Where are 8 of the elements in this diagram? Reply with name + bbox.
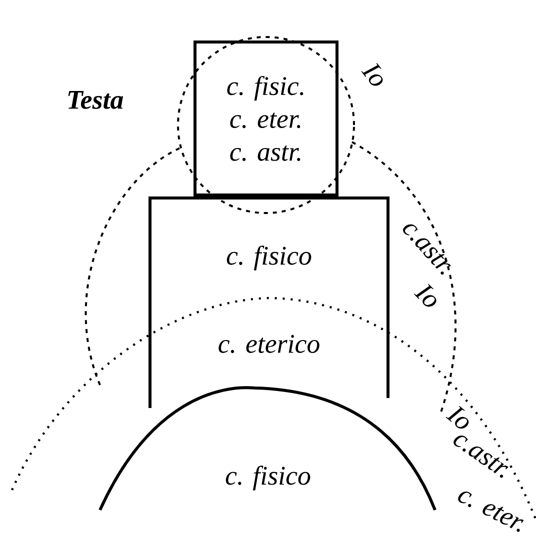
region-label: Testa [68, 91, 124, 109]
layer-label: Io [414, 284, 436, 307]
layer-label: c. eter. [458, 492, 524, 532]
body-region: c. fisic. c. eter. c. astr. [194, 40, 338, 196]
body-region: c. fisico [98, 386, 436, 511]
layer-label: c.astr. [454, 436, 508, 478]
body-region: c. fisico c. eterico [148, 196, 390, 408]
layer-label: Io [446, 406, 469, 429]
